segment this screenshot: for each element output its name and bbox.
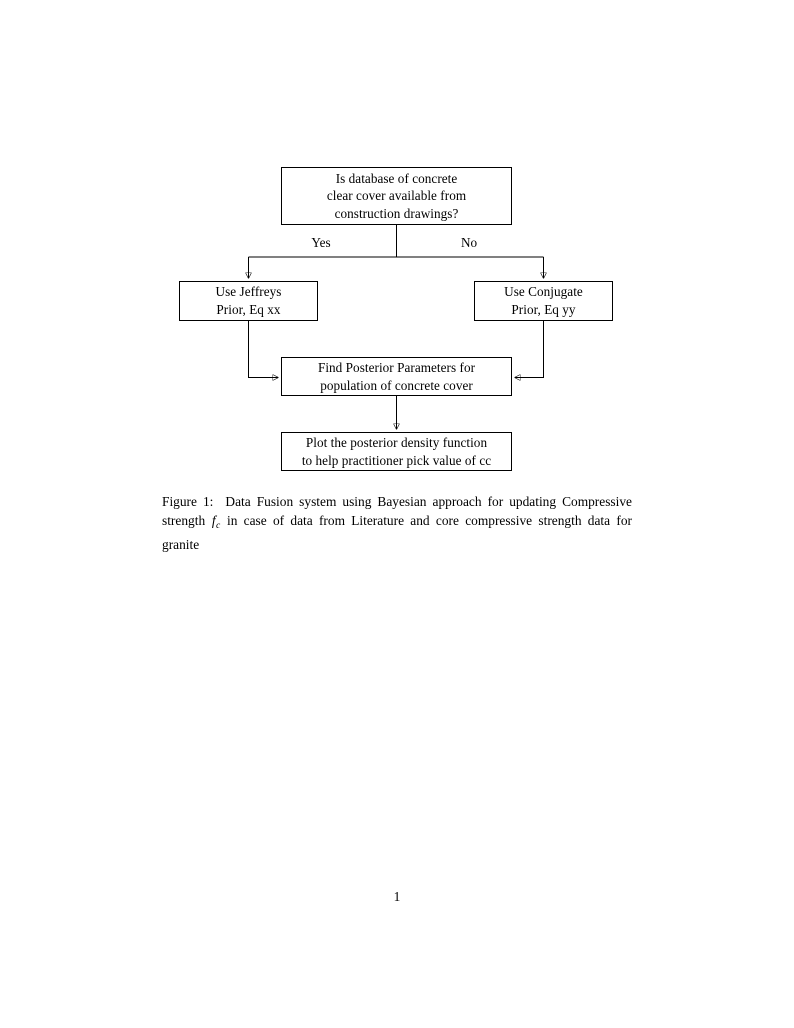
edge-conjugate-to-posterior: [515, 321, 544, 378]
jeffreys-node-line-2: Prior, Eq xx: [216, 302, 281, 317]
decision-node-line-3: construction drawings?: [334, 205, 459, 221]
flowchart-connectors: [0, 225, 794, 490]
figure-caption-label: Figure 1:: [162, 494, 214, 509]
figure-caption-part-1: Data Fusion system using Bayesian approa…: [162, 494, 632, 529]
conjugate-prior-node[interactable]: Use Conjugate Prior, Eq yy: [474, 281, 613, 321]
plot-density-node[interactable]: Plot the posterior density function to h…: [281, 432, 512, 471]
figure-flowchart: Is database of concrete clear cover avai…: [0, 0, 794, 490]
plot-node-line-2: to help practitioner pick value of cc: [301, 452, 492, 468]
jeffreys-node-line-1: Use Jeffreys: [215, 284, 282, 300]
edge-jeffreys-to-posterior: [248, 321, 279, 378]
conjugate-node-line-2: Prior, Eq yy: [511, 302, 576, 317]
page-number: 1: [393, 889, 401, 904]
math-symbol-subscript: c: [215, 519, 221, 531]
conjugate-node-line-1: Use Conjugate: [504, 284, 583, 300]
posterior-node-line-1: Find Posterior Parameters for: [317, 359, 476, 375]
figure-caption-part-2: in case of data from Literature and core…: [162, 513, 632, 552]
math-symbol-base: f: [211, 513, 216, 529]
figure-caption-gap: [213, 494, 225, 509]
decision-node-line-2: clear cover available from: [326, 188, 467, 204]
plot-node-line-1: Plot the posterior density function: [305, 434, 488, 450]
figure-caption: Figure 1: Data Fusion system using Bayes…: [162, 492, 632, 554]
find-posterior-node[interactable]: Find Posterior Parameters for population…: [281, 357, 512, 396]
decision-node[interactable]: Is database of concrete clear cover avai…: [281, 167, 512, 225]
jeffreys-prior-node[interactable]: Use Jeffreys Prior, Eq xx: [179, 281, 318, 321]
branch-label-yes: Yes: [311, 235, 331, 250]
posterior-node-line-2: population of concrete cover: [320, 377, 473, 393]
decision-node-line-1: Is database of concrete: [335, 170, 458, 186]
branch-label-no: No: [460, 235, 478, 250]
math-symbol-fc: fc: [211, 513, 221, 531]
